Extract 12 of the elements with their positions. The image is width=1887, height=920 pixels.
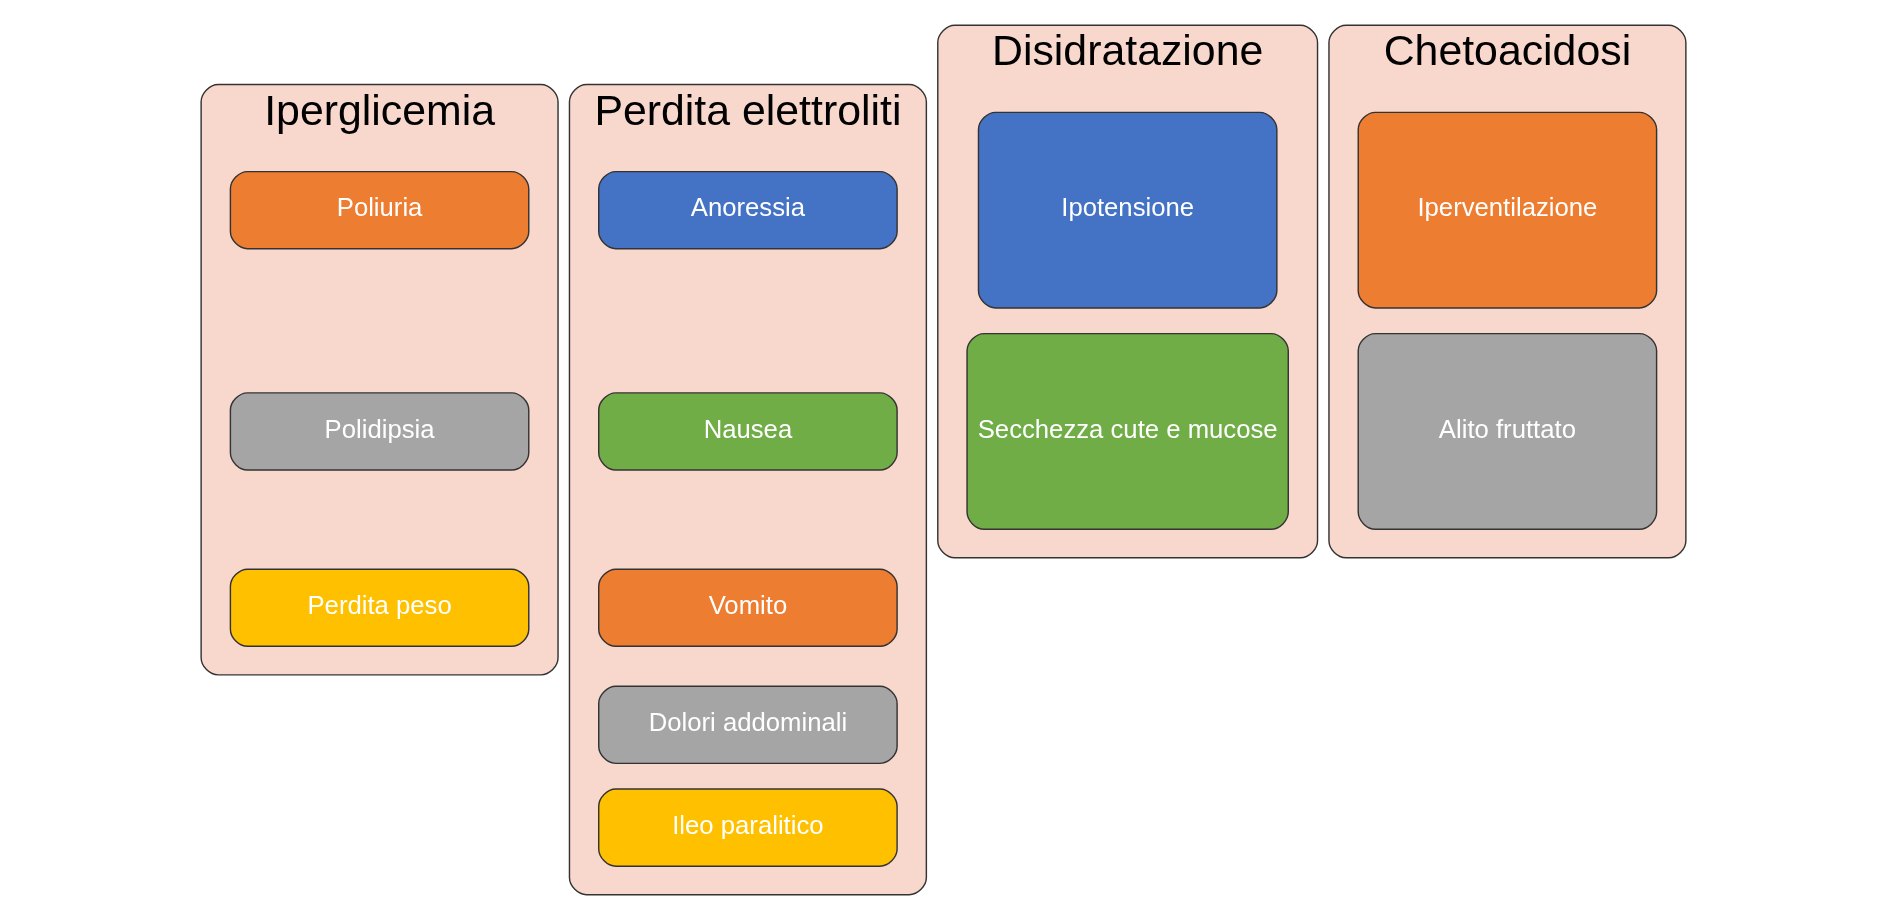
node-box: Ipotensione (977, 111, 1278, 309)
node-box: Secchezza cute e mucose (966, 332, 1289, 530)
node-box: Dolori addominali (598, 685, 898, 765)
node-box: Perdita peso (229, 568, 530, 648)
node-box: Nausea (598, 392, 898, 471)
node-box: Alito fruttato (1357, 332, 1658, 530)
node-box: Ileo paralitico (598, 788, 898, 867)
node-box: Anoressia (598, 170, 898, 250)
node-box: Polidipsia (229, 392, 530, 471)
node-box: Vomito (598, 568, 898, 648)
node-box: Poliuria (229, 170, 530, 250)
node-box: Iperventilazione (1357, 111, 1658, 309)
